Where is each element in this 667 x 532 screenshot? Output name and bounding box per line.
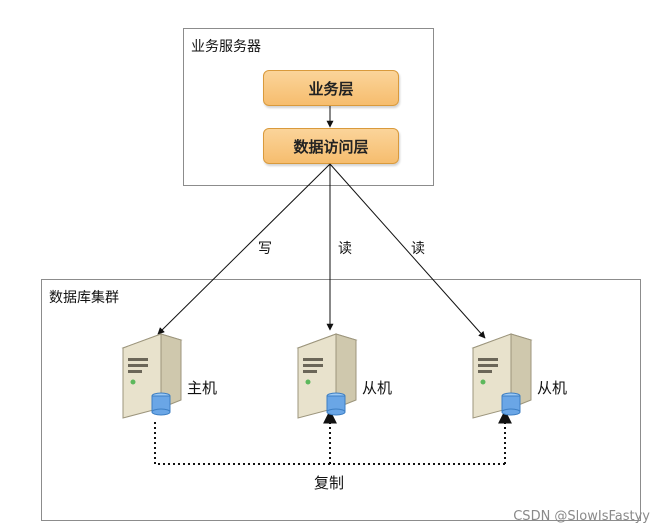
slave-server-label: 从机 <box>537 379 568 397</box>
replication-path <box>154 422 505 465</box>
app-server-title: 业务服务器 <box>191 39 261 55</box>
master-server-label: 主机 <box>187 379 218 397</box>
business-layer-label: 业务层 <box>308 79 354 98</box>
data-access-layer-box: 数据访问层 <box>263 128 399 164</box>
db-cluster-title: 数据库集群 <box>49 290 119 306</box>
write-label: 写 <box>258 241 272 257</box>
watermark: CSDN @SlowIsFastyy <box>513 509 650 524</box>
database-server-icon <box>471 333 533 419</box>
slave-server-label: 从机 <box>362 379 393 397</box>
business-layer-box: 业务层 <box>263 70 399 106</box>
read-label: 读 <box>338 241 352 257</box>
data-access-layer-label: 数据访问层 <box>293 137 369 156</box>
database-server-icon <box>296 333 358 419</box>
database-server-icon <box>121 333 183 419</box>
read-label: 读 <box>411 241 425 257</box>
replication-label: 复制 <box>314 474 345 492</box>
write-arrow <box>157 163 331 335</box>
read-arrow-right <box>329 163 486 339</box>
